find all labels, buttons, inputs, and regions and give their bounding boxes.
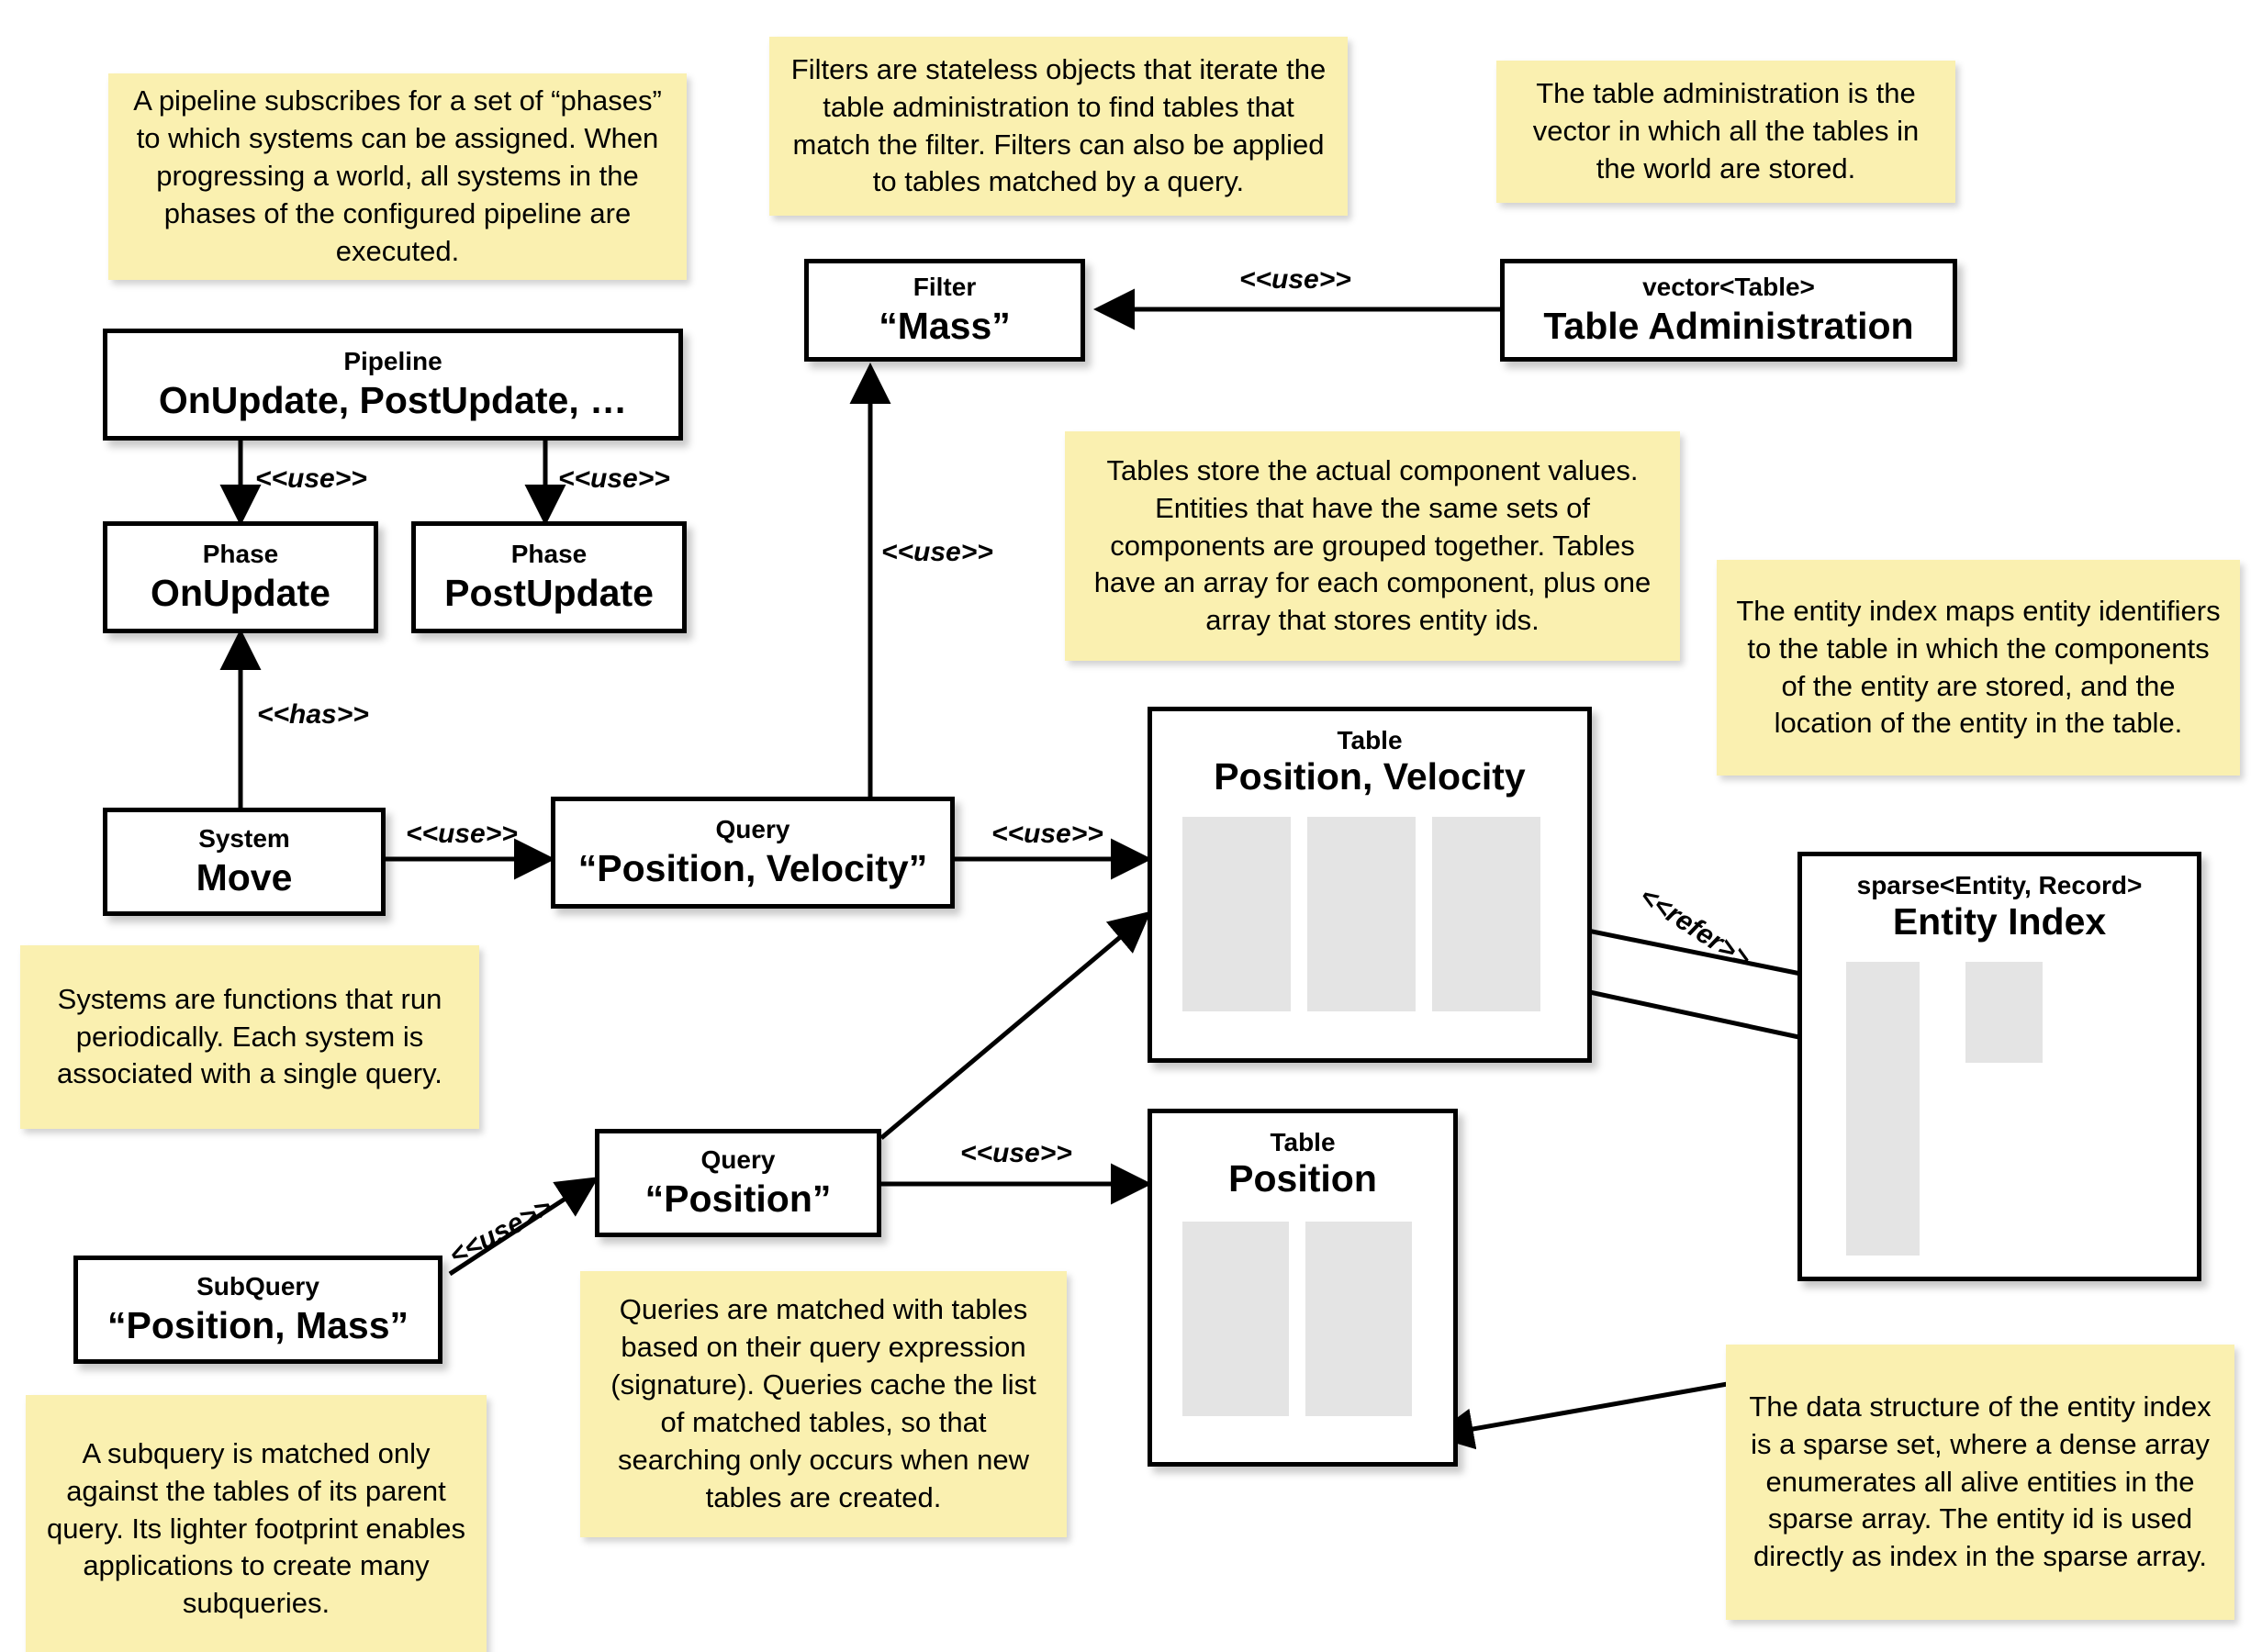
edge-label-system-has-phase: <<has>>	[257, 699, 369, 730]
table-column	[1182, 817, 1291, 1011]
box-system-move-name: Move	[196, 855, 293, 899]
box-pipeline[interactable]: Pipeline OnUpdate, PostUpdate, …	[103, 329, 683, 441]
box-phase-onupdate[interactable]: Phase OnUpdate	[103, 521, 378, 633]
edge-query-position-to-table-pv	[879, 910, 1151, 1140]
box-phase-postupdate-name: PostUpdate	[444, 571, 654, 614]
box-system-move[interactable]: System Move	[103, 808, 386, 916]
box-table-position-velocity-stereotype: Table	[1337, 726, 1403, 754]
table-position-velocity-title: Table Position, Velocity	[1152, 711, 1587, 798]
box-phase-onupdate-stereotype: Phase	[202, 540, 279, 569]
box-table-position[interactable]: Table Position	[1148, 1109, 1458, 1467]
box-query-position-name: “Position”	[644, 1177, 832, 1220]
box-query-position[interactable]: Query “Position”	[595, 1129, 881, 1237]
edge-label-query-uses-table: <<use>>	[991, 819, 1103, 849]
box-filter-mass-name: “Mass”	[879, 304, 1011, 347]
table-column	[1432, 817, 1540, 1011]
box-filter-mass[interactable]: Filter “Mass”	[804, 259, 1085, 362]
note-pipeline: A pipeline subscribes for a set of “phas…	[108, 73, 687, 280]
table-position-title: Table Position	[1152, 1113, 1453, 1200]
box-entity-index-stereotype: sparse<Entity, Record>	[1856, 871, 2143, 899]
edge-label-subquery-uses-query: <<use>>	[444, 1191, 558, 1272]
edge-label-query-uses-filter: <<use>>	[881, 537, 993, 567]
note-subquery: A subquery is matched only against the t…	[26, 1395, 487, 1652]
edge-label-query-position-uses-table: <<use>>	[960, 1138, 1072, 1168]
edge-label-tableadmin-uses-filter: <<use>>	[1239, 264, 1351, 295]
box-table-position-velocity-name: Position, Velocity	[1214, 755, 1526, 798]
box-query-position-velocity-name: “Position, Velocity”	[577, 846, 928, 889]
box-table-position-stereotype: Table	[1270, 1128, 1336, 1156]
note-filter: Filters are stateless objects that itera…	[769, 37, 1348, 216]
box-phase-postupdate[interactable]: Phase PostUpdate	[411, 521, 687, 633]
dense-array-bar	[1965, 962, 2043, 1063]
box-entity-index[interactable]: sparse<Entity, Record> Entity Index	[1797, 852, 2201, 1281]
edge-label-pipeline-to-postupdate: <<use>>	[558, 463, 670, 494]
box-table-position-velocity[interactable]: Table Position, Velocity	[1148, 707, 1592, 1063]
box-phase-postupdate-stereotype: Phase	[510, 540, 588, 569]
note-tables: Tables store the actual component values…	[1065, 431, 1680, 661]
table-column	[1305, 1222, 1412, 1416]
box-query-position-velocity-stereotype: Query	[715, 815, 790, 844]
table-column	[1182, 1222, 1289, 1416]
box-phase-onupdate-name: OnUpdate	[151, 571, 330, 614]
table-position-velocity-columns	[1182, 817, 1540, 1011]
box-table-administration-name: Table Administration	[1543, 304, 1914, 347]
table-position-columns	[1182, 1222, 1412, 1416]
entity-index-title: sparse<Entity, Record> Entity Index	[1802, 856, 2197, 943]
table-column	[1307, 817, 1416, 1011]
sparse-array-bar	[1846, 962, 1920, 1256]
box-subquery-position-mass[interactable]: SubQuery “Position, Mass”	[73, 1256, 442, 1364]
box-system-move-stereotype: System	[198, 824, 290, 854]
box-table-administration-stereotype: vector<Table>	[1642, 273, 1815, 302]
box-pipeline-name: OnUpdate, PostUpdate, …	[158, 378, 628, 421]
edge-label-entity-index-refers: <<refer>>	[1634, 881, 1756, 976]
box-filter-mass-stereotype: Filter	[913, 273, 977, 302]
box-pipeline-stereotype: Pipeline	[343, 347, 442, 376]
note-table-administration: The table administration is the vector i…	[1496, 61, 1955, 203]
note-entity-index: The entity index maps entity identifiers…	[1717, 560, 2240, 776]
note-systems: Systems are functions that run periodica…	[20, 945, 479, 1129]
box-table-position-name: Position	[1228, 1157, 1377, 1200]
note-sparse-set: The data structure of the entity index i…	[1726, 1345, 2234, 1620]
edge-label-pipeline-to-onupdate: <<use>>	[255, 463, 367, 494]
box-subquery-position-mass-stereotype: SubQuery	[196, 1272, 319, 1301]
box-subquery-position-mass-name: “Position, Mass”	[106, 1303, 409, 1346]
box-query-position-stereotype: Query	[700, 1145, 776, 1175]
box-entity-index-name: Entity Index	[1892, 900, 2107, 943]
box-query-position-velocity[interactable]: Query “Position, Velocity”	[551, 797, 955, 909]
note-queries: Queries are matched with tables based on…	[580, 1271, 1067, 1537]
edge-label-system-uses-query: <<use>>	[406, 819, 518, 849]
box-table-administration[interactable]: vector<Table> Table Administration	[1500, 259, 1957, 362]
